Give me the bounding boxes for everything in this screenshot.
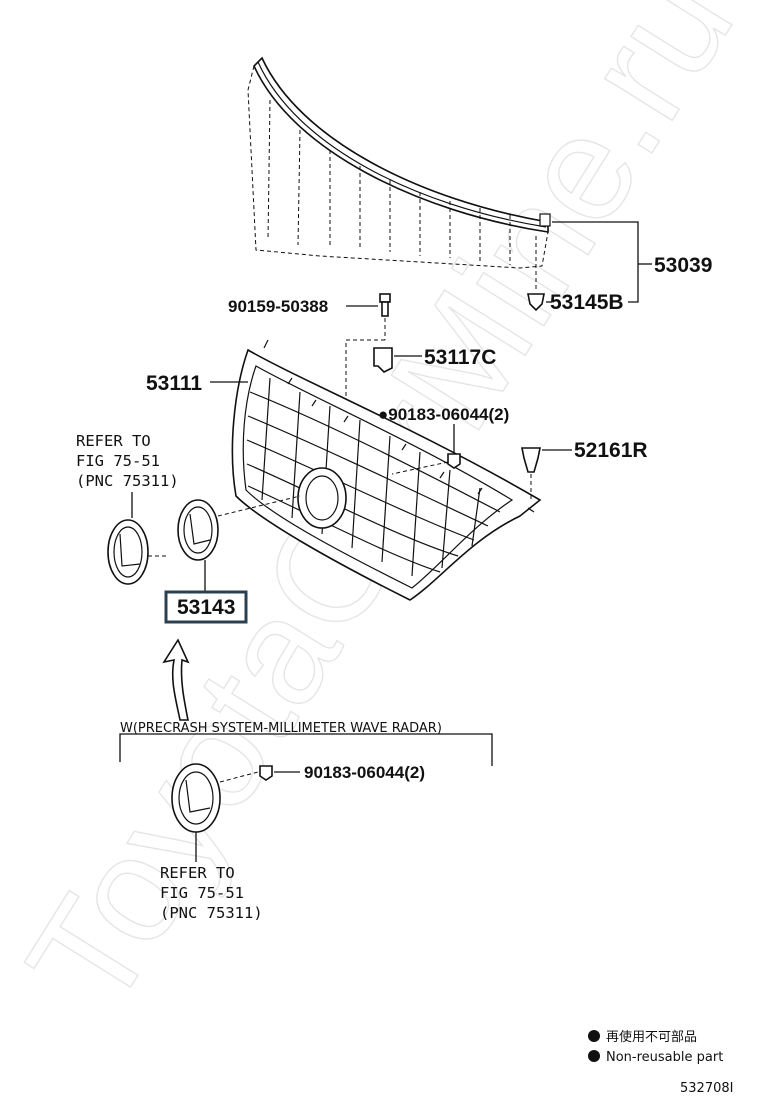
label-53111: 53111 bbox=[146, 372, 202, 395]
highlight-box-53143[interactable] bbox=[164, 590, 248, 624]
ref-bottom-line3: (PNC 75311) bbox=[160, 904, 263, 922]
upper-seal-part bbox=[247, 56, 551, 269]
arrow-up-icon bbox=[162, 638, 190, 721]
ref-left-line1: REFER TO bbox=[76, 432, 151, 450]
condition-label: W(PRECRASH SYSTEM-MILLIMETER WAVE RADAR) bbox=[120, 721, 442, 736]
legend-en: Non-reusable part bbox=[606, 1050, 723, 1065]
label-90159-50388: 90159-50388 bbox=[228, 297, 328, 316]
condition-bracket bbox=[119, 733, 493, 766]
legend-dot-icon bbox=[588, 1030, 600, 1042]
label-90183-06044-top: ●90183-06044(2) bbox=[378, 405, 509, 424]
label-53117C: 53117C bbox=[424, 346, 496, 369]
emblem-53143 bbox=[177, 499, 219, 561]
ref-left-line2: FIG 75-51 bbox=[76, 452, 160, 470]
figure-id: 532708I bbox=[680, 1081, 733, 1096]
clip-90183-06044-bottom bbox=[259, 765, 273, 781]
bolt-90159-50388 bbox=[379, 293, 391, 317]
radiator-grille-53111 bbox=[231, 339, 542, 601]
ref-bottom-line1: REFER TO bbox=[160, 864, 235, 882]
label-53145B: 53145B bbox=[550, 291, 624, 314]
clip-90183-06044-top bbox=[447, 453, 461, 469]
legend-dot-icon bbox=[588, 1050, 600, 1062]
emblem-reference-left bbox=[107, 519, 149, 585]
label-53039: 53039 bbox=[654, 254, 712, 277]
clip-52161R bbox=[521, 447, 541, 473]
emblem-reference-bottom bbox=[171, 763, 221, 833]
label-52161R: 52161R bbox=[574, 439, 648, 462]
legend-jp: 再使用不可部品 bbox=[606, 1029, 697, 1045]
clip-53145B bbox=[527, 293, 545, 312]
leader-53039 bbox=[552, 221, 639, 303]
ref-left-line3: (PNC 75311) bbox=[76, 472, 179, 490]
label-53143: 53143 bbox=[177, 596, 235, 619]
bracket-53117C bbox=[373, 347, 393, 373]
label-90183-06044-bottom: 90183-06044(2) bbox=[304, 763, 425, 782]
ref-bottom-line2: FIG 75-51 bbox=[160, 884, 244, 902]
